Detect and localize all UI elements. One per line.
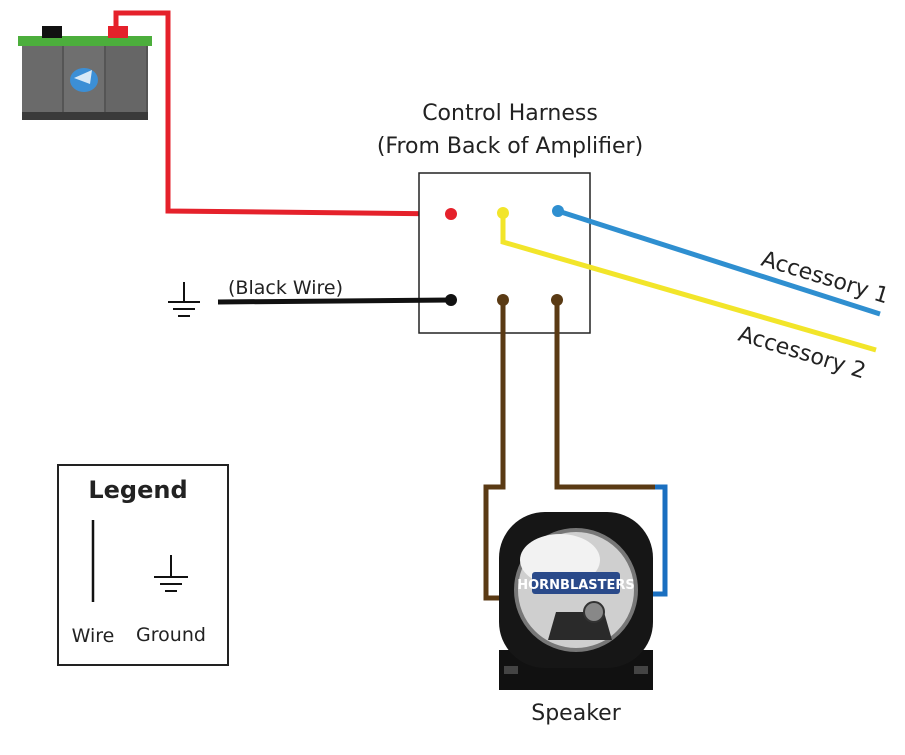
accessory-1-label: Accessory 1 xyxy=(758,247,891,309)
speaker-label: Speaker xyxy=(531,701,621,726)
black-ground-wire xyxy=(217,297,452,305)
terminal-brown-left xyxy=(497,294,509,306)
terminal-black xyxy=(445,294,457,306)
battery-logo-icon xyxy=(70,68,98,92)
legend-wire-label: Wire xyxy=(72,625,115,647)
terminal-brown-right xyxy=(551,294,563,306)
blue-accessory-1-wire xyxy=(557,208,881,317)
blue-speaker-wire xyxy=(652,484,668,597)
black-wire-label: (Black Wire) xyxy=(228,277,343,299)
speaker-logo-text: HORNBLASTERS xyxy=(517,578,635,593)
red-power-wire xyxy=(113,10,452,217)
legend-title: Legend xyxy=(88,476,187,504)
brown-speaker-wire-left xyxy=(483,300,506,601)
brown-speaker-wire-right xyxy=(554,300,662,490)
harness-title-line2: (From Back of Amplifier) xyxy=(377,134,643,159)
battery-icon xyxy=(18,26,152,120)
legend-box: Legend Wire Ground xyxy=(57,464,229,666)
legend-ground-label: Ground xyxy=(136,624,206,646)
legend-ground-icon xyxy=(154,555,188,592)
harness-title-line1: Control Harness xyxy=(422,101,598,126)
terminal-yellow xyxy=(497,207,509,219)
accessory-2-label: Accessory 2 xyxy=(735,322,868,384)
ground-icon xyxy=(168,282,200,317)
speaker-icon: HORNBLASTERS xyxy=(499,512,653,690)
terminal-red xyxy=(445,208,457,220)
terminal-blue xyxy=(552,205,564,217)
yellow-accessory-2-wire xyxy=(500,213,877,353)
